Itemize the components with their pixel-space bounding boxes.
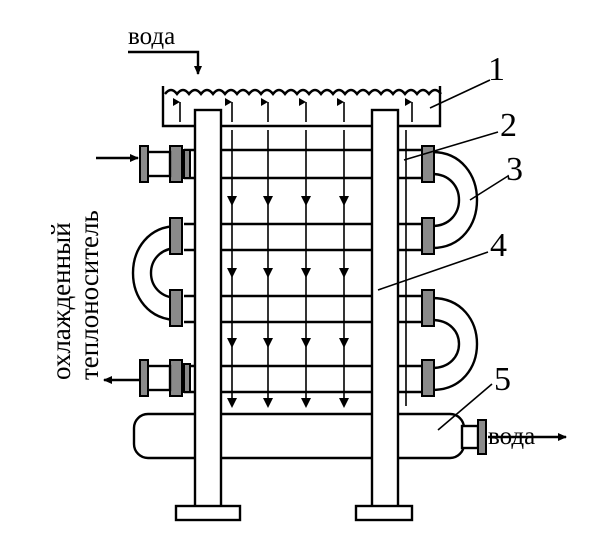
callout-5: 5	[494, 361, 511, 398]
coolant-label-line2: теплоноситель	[74, 210, 104, 380]
water-out-label: вода	[488, 423, 535, 450]
callout-2: 2	[500, 107, 517, 144]
support-posts	[174, 108, 414, 522]
callout-4: 4	[490, 227, 507, 264]
return-bends	[132, 150, 478, 392]
coolant-label-line1: охлажденный	[46, 222, 76, 380]
water-in-label: вода	[128, 23, 175, 50]
callout-1: 1	[488, 51, 505, 88]
callout-3: 3	[506, 151, 523, 188]
water-streams	[227, 130, 407, 408]
water-inlet	[128, 50, 202, 75]
distribution-trough	[161, 86, 442, 128]
flanges	[139, 145, 435, 397]
leader-lines	[377, 79, 509, 431]
